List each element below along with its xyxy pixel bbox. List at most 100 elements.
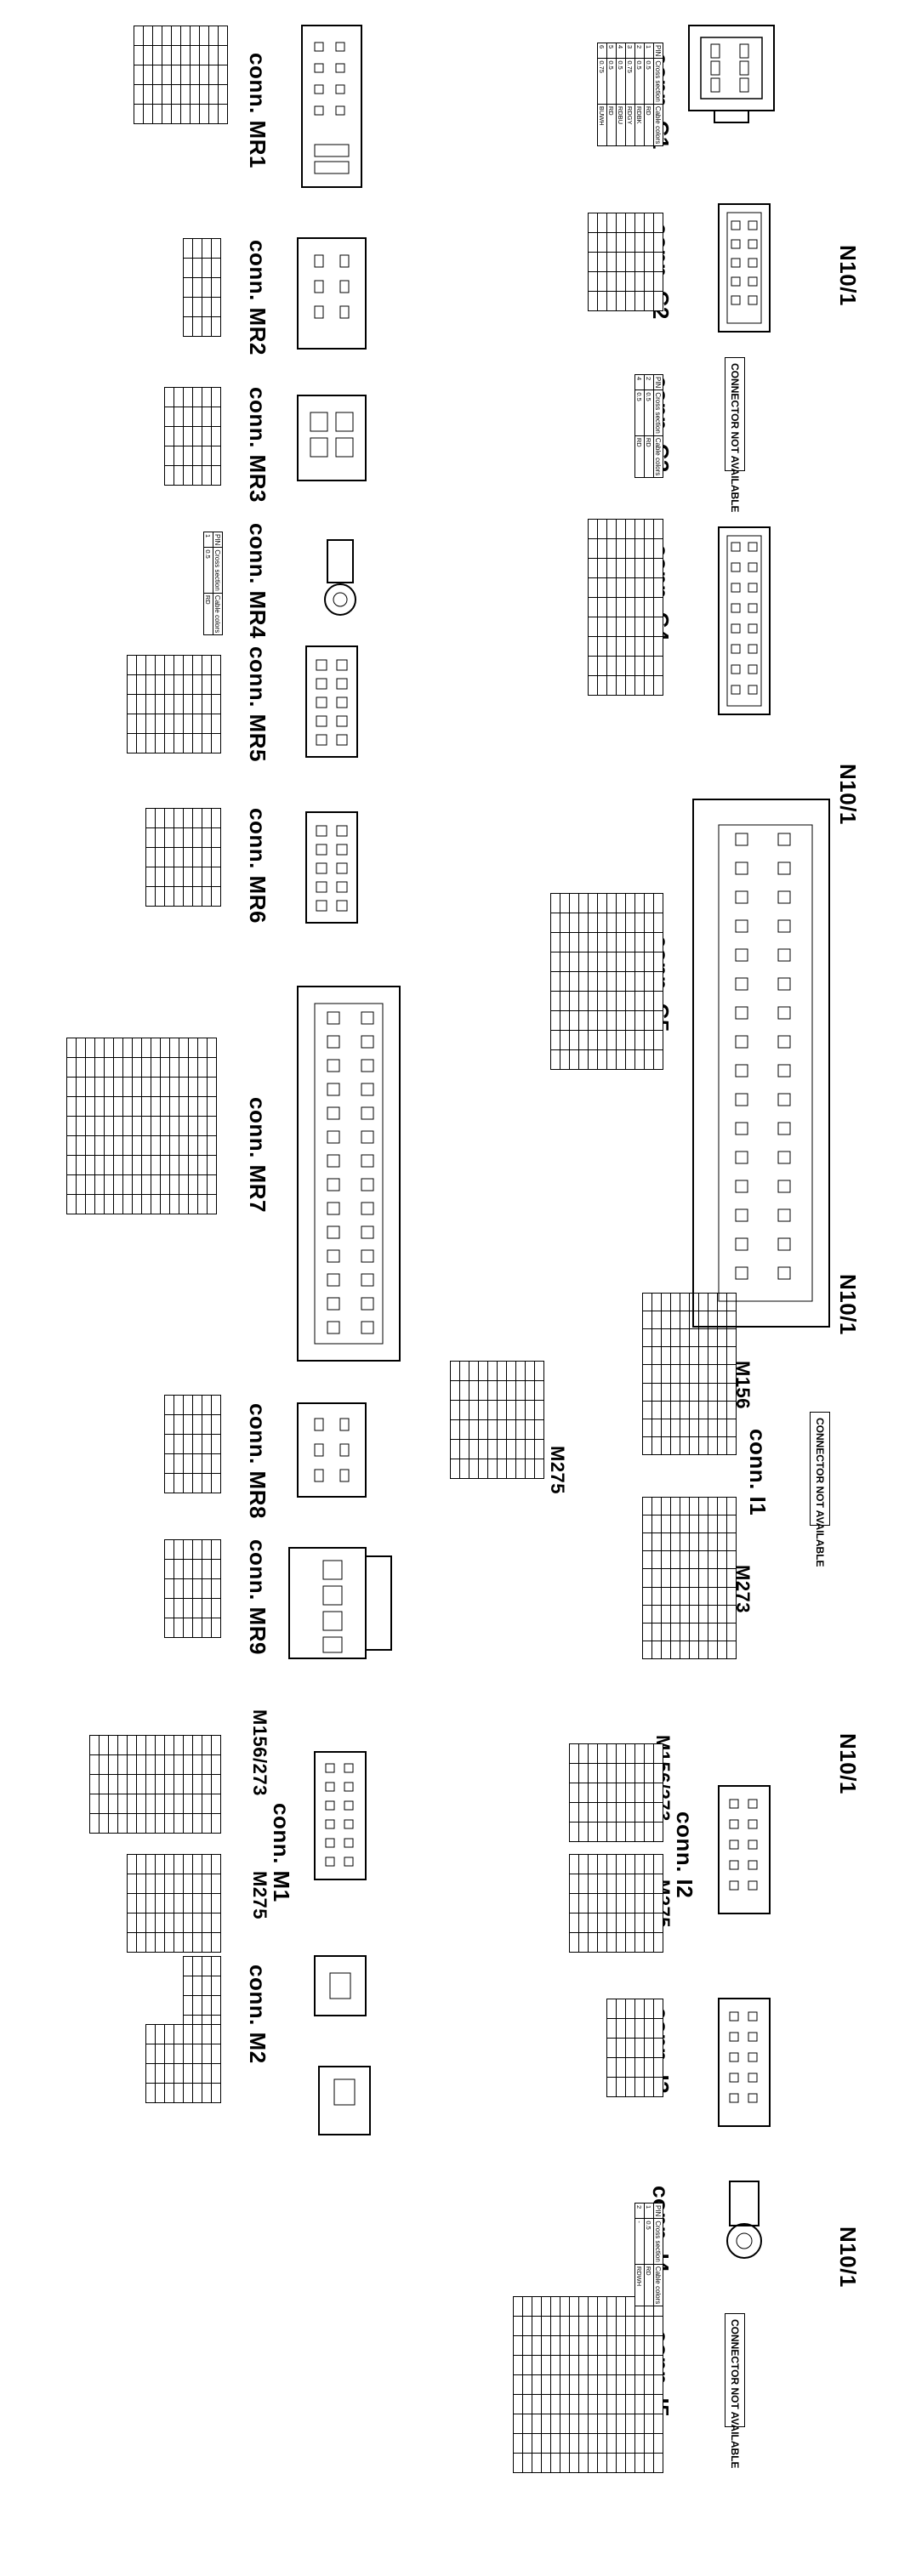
pin-slot [325, 1857, 335, 1867]
table-cell [606, 597, 617, 617]
table-cell [550, 952, 560, 972]
table-cell [588, 1874, 598, 1894]
table-cell [183, 714, 193, 734]
pin-table [183, 238, 221, 337]
table-cell [478, 1419, 488, 1440]
table-cell [145, 886, 156, 907]
table-cell [616, 2335, 626, 2356]
table-cell [174, 1735, 184, 1755]
table-cell [606, 1932, 617, 1953]
table-cell [104, 1116, 114, 1136]
table-cell [99, 1735, 109, 1755]
table-cell [450, 1361, 460, 1381]
table-cell [192, 1414, 202, 1435]
table-cell [616, 675, 626, 696]
table-cell [670, 1587, 680, 1606]
table-row [560, 893, 570, 1070]
table-cell [132, 1116, 142, 1136]
table-cell [183, 1854, 193, 1874]
table-cell [136, 1932, 146, 1953]
table-cell [642, 1364, 652, 1384]
table-cell [202, 2024, 212, 2044]
table-cell [141, 1057, 151, 1078]
table-cell [513, 2374, 523, 2395]
table-cell [616, 597, 626, 617]
table-cell [726, 1436, 737, 1455]
table-cell [588, 519, 598, 539]
table-cell [680, 1568, 690, 1588]
table-cell [698, 1550, 708, 1569]
table-cell [174, 1578, 184, 1599]
table-cell [164, 1794, 174, 1814]
pin-slot [361, 1249, 374, 1263]
table-row [164, 1735, 174, 1834]
table-cell [606, 932, 617, 952]
table-cell [550, 932, 560, 952]
table-cell [143, 45, 153, 65]
table-cell [141, 1174, 151, 1195]
table-cell [76, 1174, 86, 1195]
table-cell [183, 1754, 193, 1775]
table-cell [661, 1641, 671, 1659]
table-cell [689, 1568, 699, 1588]
table-cell [497, 1439, 507, 1459]
table-cell [152, 104, 162, 124]
table-cell [145, 1813, 156, 1834]
pin-slot [361, 1130, 374, 1144]
table-row [606, 213, 617, 311]
table-cell [525, 1361, 535, 1381]
table-cell [661, 1587, 671, 1606]
table-cell [183, 1956, 193, 1976]
table-cell [192, 867, 202, 887]
table-cell [104, 1194, 114, 1214]
table-cell [653, 232, 663, 253]
table-cell [108, 1774, 118, 1794]
table-cell [522, 2335, 532, 2356]
table-cell [202, 1578, 212, 1599]
pin-slot [327, 1202, 340, 1215]
table-cell [85, 1077, 95, 1097]
table-cell [183, 238, 193, 259]
table-cell [211, 238, 221, 259]
table-row [127, 1854, 137, 1953]
table-cell [183, 808, 193, 828]
table-cell [183, 655, 193, 675]
table-cell [634, 577, 645, 598]
table-row [487, 1361, 498, 1479]
table-cell [597, 271, 607, 292]
table-cell [625, 2355, 635, 2375]
table-cell [625, 1874, 635, 1894]
table-cell [506, 1361, 516, 1381]
table-cell [616, 656, 626, 676]
table-cell: 0.75 [597, 58, 607, 105]
table-row [634, 2296, 645, 2473]
table-cell [689, 1515, 699, 1533]
table-cell [642, 1383, 652, 1402]
table-cell [66, 1057, 77, 1078]
table-cell [211, 1539, 221, 1560]
table-cell [160, 1194, 170, 1214]
pin-slot [777, 833, 791, 846]
pin-slot [325, 1819, 335, 1829]
table-cell [651, 1497, 662, 1515]
table-cell [644, 1783, 654, 1803]
table-cell [670, 1641, 680, 1659]
table-cell [726, 1515, 737, 1533]
table-cell [588, 213, 598, 233]
table-cell [151, 1194, 161, 1214]
table-cell [616, 932, 626, 952]
table-row [152, 26, 162, 124]
table-cell [192, 1774, 202, 1794]
table-cell [192, 1794, 202, 1814]
table-cell [136, 1813, 146, 1834]
table-cell [99, 1754, 109, 1775]
table-cell [164, 1932, 174, 1953]
table-cell [104, 1096, 114, 1117]
table-cell [513, 2296, 523, 2317]
table-row [183, 1395, 193, 1493]
table-cell [132, 1194, 142, 1214]
table-cell [155, 1754, 165, 1775]
table-cell [192, 1874, 202, 1894]
table-cell [597, 232, 607, 253]
table-cell [616, 2018, 626, 2039]
